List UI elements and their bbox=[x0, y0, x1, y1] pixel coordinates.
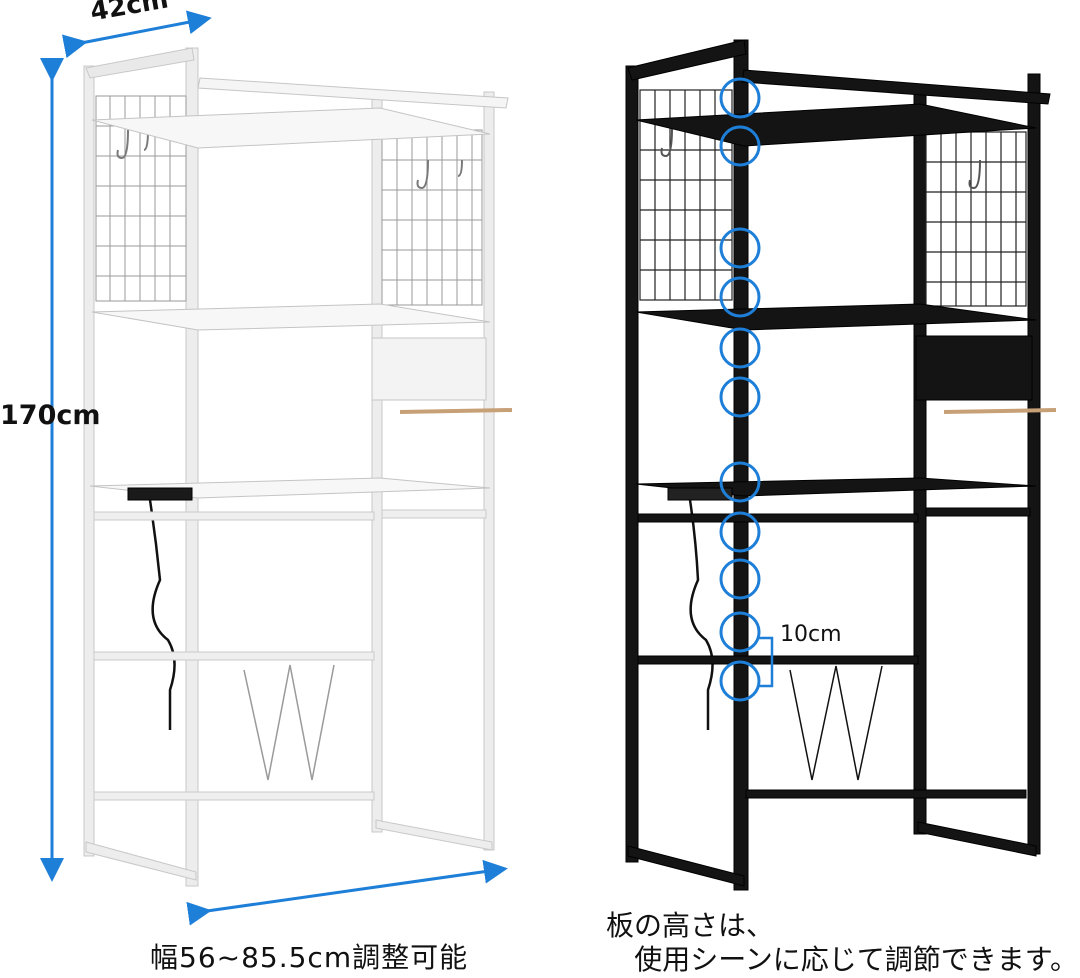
black-hooks bbox=[660, 127, 981, 190]
adjust-hole-marker bbox=[719, 125, 761, 167]
dimension-arrows bbox=[40, 10, 508, 926]
adjust-hole-marker bbox=[719, 558, 761, 600]
height-label: 170cm bbox=[0, 400, 101, 431]
black-shelf-2 bbox=[635, 303, 1037, 331]
white-side-box bbox=[371, 337, 487, 401]
adjust-hole-marker bbox=[719, 227, 761, 269]
adjust-hole-markers bbox=[719, 77, 761, 702]
adjust-hole-marker bbox=[719, 376, 761, 418]
black-power-cord bbox=[688, 499, 714, 730]
adjust-hole-marker bbox=[719, 660, 761, 702]
depth-arrow bbox=[61, 10, 212, 59]
black-grid-panel-right bbox=[925, 131, 1027, 307]
white-zigzag-rack bbox=[243, 664, 335, 781]
white-power-strip bbox=[127, 487, 193, 501]
adjust-hole-marker bbox=[719, 461, 761, 503]
adjust-hole-marker bbox=[719, 77, 761, 119]
step-bracket bbox=[758, 636, 774, 688]
white-hooks bbox=[116, 129, 463, 190]
white-shelf-top bbox=[91, 107, 491, 149]
adjust-hole-marker bbox=[719, 327, 761, 369]
width-arrow bbox=[186, 859, 508, 926]
black-shelf-top bbox=[635, 103, 1037, 147]
black-zigzag-rack bbox=[789, 665, 883, 781]
white-grid-panel-right bbox=[381, 129, 483, 306]
black-rack bbox=[625, 39, 1057, 891]
black-power-strip bbox=[667, 487, 733, 501]
adjust-caption-line2: 使用シーンに応じて調節できます。 bbox=[634, 943, 1078, 976]
width-label: 幅56~85.5cm調整可能 bbox=[150, 941, 469, 974]
adjust-hole-marker bbox=[719, 511, 761, 553]
adjust-caption-line1: 板の高さは、 bbox=[605, 909, 774, 942]
black-side-box bbox=[915, 335, 1033, 401]
adjust-hole-marker bbox=[719, 611, 761, 653]
step-label: 10cm bbox=[780, 622, 842, 647]
white-rack bbox=[83, 47, 513, 887]
white-shelf-2 bbox=[91, 303, 491, 331]
adjust-hole-marker bbox=[719, 276, 761, 318]
white-power-cord bbox=[148, 499, 176, 730]
